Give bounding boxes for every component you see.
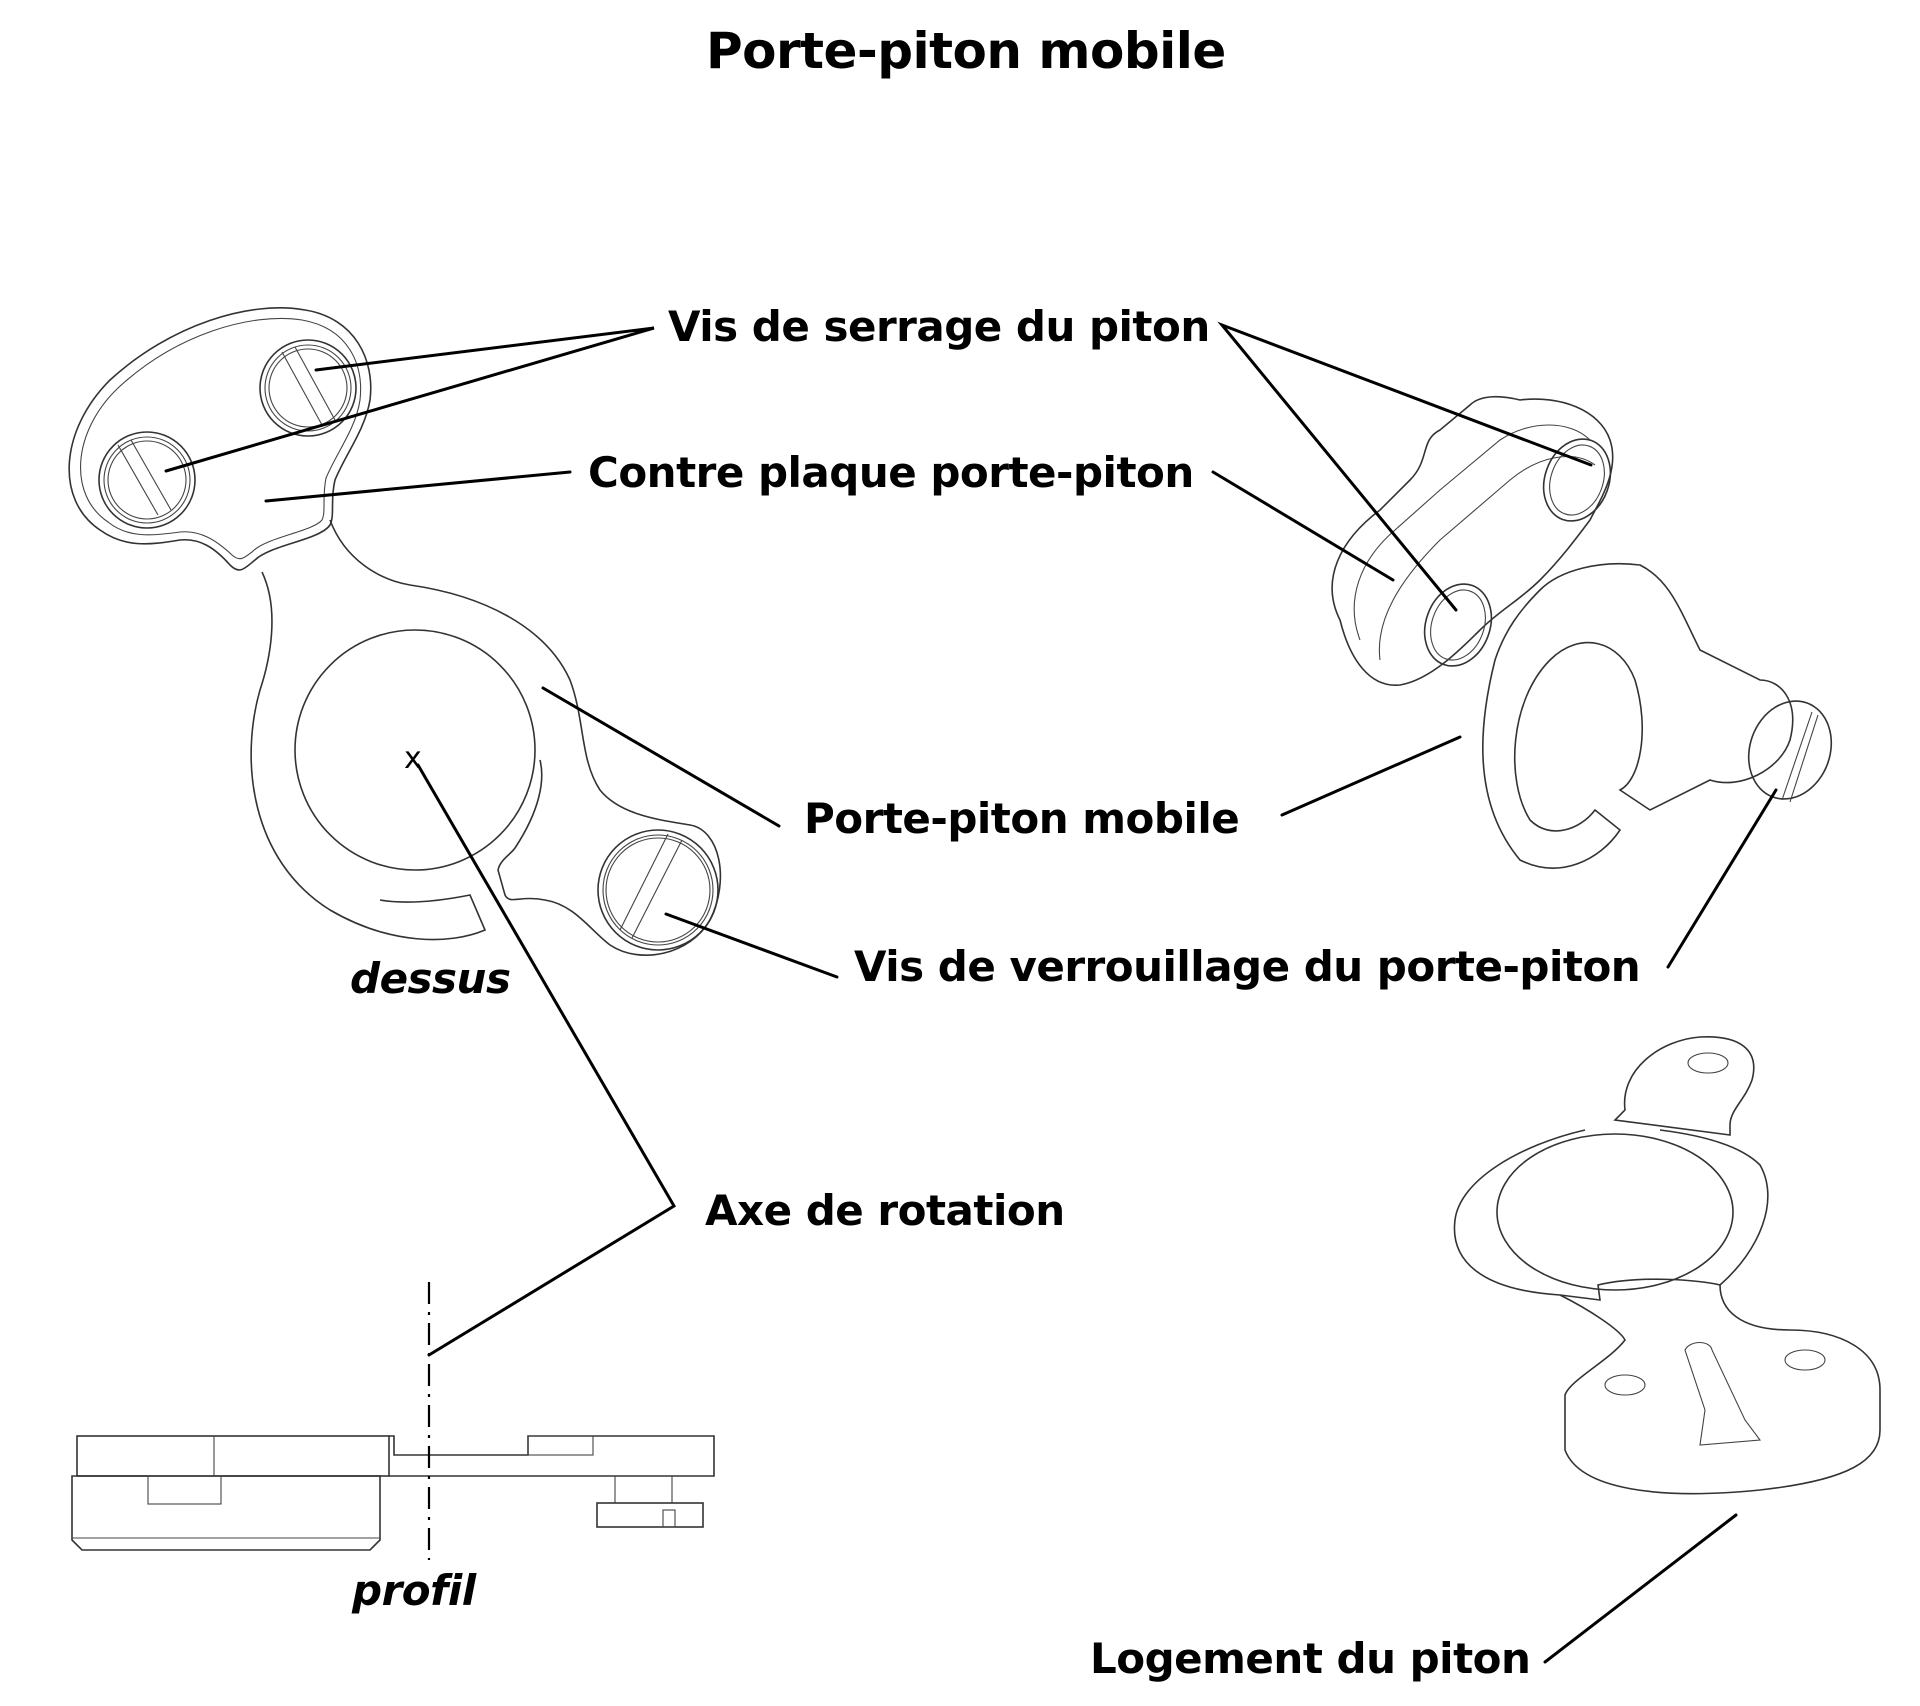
leader-vis-serrage-left: [164, 326, 655, 473]
leader-vis-verrouillage-left: [664, 912, 839, 979]
side-view-drawing: [71, 1435, 715, 1551]
label-axe-rotation: Axe de rotation: [705, 1186, 1065, 1235]
clamp-screw-2: [98, 431, 196, 529]
label-vis-serrage: Vis de serrage du piton: [668, 302, 1210, 351]
leader-porte-piton-right: [1280, 735, 1462, 817]
leader-logement: [1543, 1513, 1738, 1664]
leader-lines: [164, 321, 1778, 1664]
rotation-axis-marker: x: [404, 741, 422, 776]
view-label-side: profil: [352, 1566, 476, 1615]
leader-axe-rotation: [416, 763, 677, 1357]
label-porte-piton: Porte-piton mobile: [804, 794, 1240, 843]
label-contre-plaque: Contre plaque porte-piton: [588, 448, 1194, 497]
counter-plate-outline: [68, 307, 372, 571]
counter-plate-inner-outline: [80, 317, 362, 560]
top-view-drawing: [68, 307, 722, 956]
label-vis-verrouillage: Vis de verrouillage du porte-piton: [854, 942, 1641, 991]
leader-vis-serrage-right: [1217, 321, 1593, 612]
isometric-view-assembled: [1453, 1036, 1881, 1495]
isometric-view-exploded: [1331, 395, 1833, 869]
leader-contre-plaque-left: [264, 470, 572, 503]
piton-hole: [294, 629, 536, 871]
clamp-screw-1: [259, 339, 357, 437]
leader-vis-verrouillage-right: [1666, 788, 1778, 969]
view-label-top: dessus: [350, 954, 511, 1003]
mobile-holder-outline: [250, 519, 722, 956]
lock-screw: [597, 829, 719, 951]
leader-contre-plaque-right: [1211, 470, 1395, 582]
diagram-title: Porte-piton mobile: [706, 22, 1226, 80]
label-logement: Logement du piton: [1090, 1634, 1531, 1683]
leader-porte-piton-left: [541, 686, 781, 828]
